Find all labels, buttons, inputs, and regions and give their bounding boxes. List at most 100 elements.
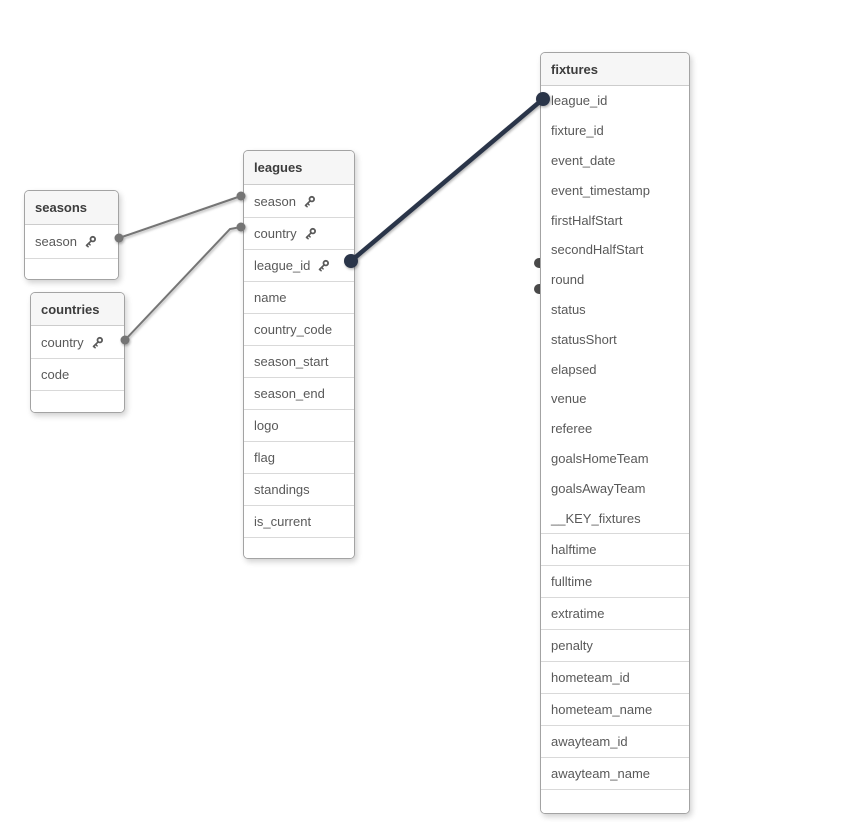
field-row-fixtures-venue[interactable]: venue [541,383,689,414]
field-label: secondHalfStart [551,242,644,258]
field-row-countries-code[interactable]: code [31,358,124,390]
field-label: halftime [551,541,597,557]
table-header-fixtures[interactable]: fixtures [541,53,689,86]
table-title: fixtures [551,61,598,77]
table-header-leagues[interactable]: leagues [244,151,354,185]
field-row-fixtures-goalsHomeTeam[interactable]: goalsHomeTeam [541,443,689,474]
field-row-leagues-standings[interactable]: standings [244,473,354,505]
field-label: round [551,272,585,288]
field-row-fixtures-elapsed[interactable]: elapsed [541,354,689,384]
field-label: flag [254,450,275,465]
field-row-fixtures-secondHalfStart[interactable]: secondHalfStart [541,234,689,265]
field-label: country [41,334,84,350]
field-row-fixtures-extratime[interactable]: extratime [541,596,689,629]
field-label: status [551,301,586,317]
field-row-fixtures-awayteam_id[interactable]: awayteam_id [541,724,689,757]
connector-endpoint-nub-2 [534,284,542,294]
table-header-countries[interactable]: countries [31,293,124,326]
field-row-leagues-season_start[interactable]: season_start [244,345,354,377]
field-label: goalsAwayTeam [551,480,646,496]
field-label: awayteam_id [551,733,628,749]
field-row-fixtures-penalty[interactable]: penalty [541,628,689,661]
field-row-fixtures-league_id[interactable]: league_id [541,86,689,116]
field-label: name [254,290,287,305]
connector-leagues.league_id-to-fixtures.league_id[interactable] [349,97,545,263]
key-icon [304,195,315,207]
field-label: league_id [254,258,311,273]
table-header-seasons[interactable]: seasons [25,191,118,225]
field-row-fixtures-hometeam_id[interactable]: hometeam_id [541,660,689,693]
field-row-leagues-flag[interactable]: flag [244,441,354,473]
key-icon [305,227,316,240]
field-row-fixtures-firstHalfStart[interactable]: firstHalfStart [541,205,689,235]
field-row-leagues-league_id[interactable]: league_id [244,249,354,281]
key-icon [92,336,103,348]
field-label: awayteam_name [551,765,650,781]
field-label: country_code [254,322,333,337]
field-label: extratime [551,605,605,621]
table-countries[interactable]: countries country code [30,292,125,413]
field-row-leagues-logo[interactable]: logo [244,409,354,441]
field-label: venue [551,391,587,407]
table-title: countries [41,301,100,317]
table-empty-row [244,537,354,558]
field-row-fixtures-goalsAwayTeam[interactable]: goalsAwayTeam [541,473,689,504]
field-row-fixtures-hometeam_name[interactable]: hometeam_name [541,692,689,725]
table-empty-row [25,258,118,279]
field-label: __KEY_fixtures [551,510,641,526]
field-row-leagues-country[interactable]: country [244,217,354,249]
field-label: season [254,193,296,209]
field-row-fixtures-referee[interactable]: referee [541,413,689,444]
connector-endpoint-nub-1 [534,258,542,268]
connector-countries.country-to-leagues.country[interactable] [124,226,242,341]
connector-seasons.season-to-leagues.season[interactable] [118,195,242,239]
field-label: fixture_id [551,123,604,139]
field-label: country [254,226,297,241]
field-label: fulltime [551,573,593,589]
field-label: logo [254,418,279,433]
field-row-fixtures-fixture_id[interactable]: fixture_id [541,115,689,146]
field-label: season_start [254,354,329,369]
field-row-fixtures-fulltime[interactable]: fulltime [541,564,689,597]
field-label: is_current [254,514,312,529]
field-row-leagues-name[interactable]: name [244,281,354,313]
field-label: season [35,234,77,249]
field-label: elapsed [551,361,597,377]
field-label: season_end [254,386,325,401]
field-row-leagues-season[interactable]: season [244,185,354,217]
field-label: hometeam_name [551,701,653,717]
field-row-leagues-season_end[interactable]: season_end [244,377,354,409]
field-label: referee [551,421,593,437]
key-icon [319,259,330,272]
key-icon [85,235,96,248]
field-label: league_id [551,93,608,109]
field-label: code [41,367,70,382]
field-label: penalty [551,637,593,653]
field-label: event_date [551,152,616,168]
field-row-fixtures-status[interactable]: status [541,294,689,325]
field-row-countries-country[interactable]: country [31,326,124,358]
field-label: statusShort [551,331,617,347]
field-row-fixtures-statusShort[interactable]: statusShort [541,324,689,355]
table-title: leagues [254,160,303,175]
field-row-fixtures-KEY_fixtures[interactable]: __KEY_fixtures [541,503,689,533]
field-row-fixtures-event_date[interactable]: event_date [541,145,689,176]
field-row-seasons-season[interactable]: season [25,225,118,258]
field-row-fixtures-event_timestamp[interactable]: event_timestamp [541,175,689,206]
table-title: seasons [35,200,88,215]
field-label: goalsHomeTeam [551,450,649,466]
field-row-fixtures-awayteam_name[interactable]: awayteam_name [541,756,689,789]
field-row-fixtures-round[interactable]: round [541,264,689,295]
table-empty-row [31,390,124,412]
field-row-fixtures-halftime[interactable]: halftime [541,532,689,565]
field-label: firstHalfStart [551,212,623,228]
field-row-leagues-is_current[interactable]: is_current [244,505,354,537]
table-empty-row [541,788,689,813]
field-row-leagues-country_code[interactable]: country_code [244,313,354,345]
table-seasons[interactable]: seasons season [24,190,119,280]
field-label: hometeam_id [551,669,630,685]
